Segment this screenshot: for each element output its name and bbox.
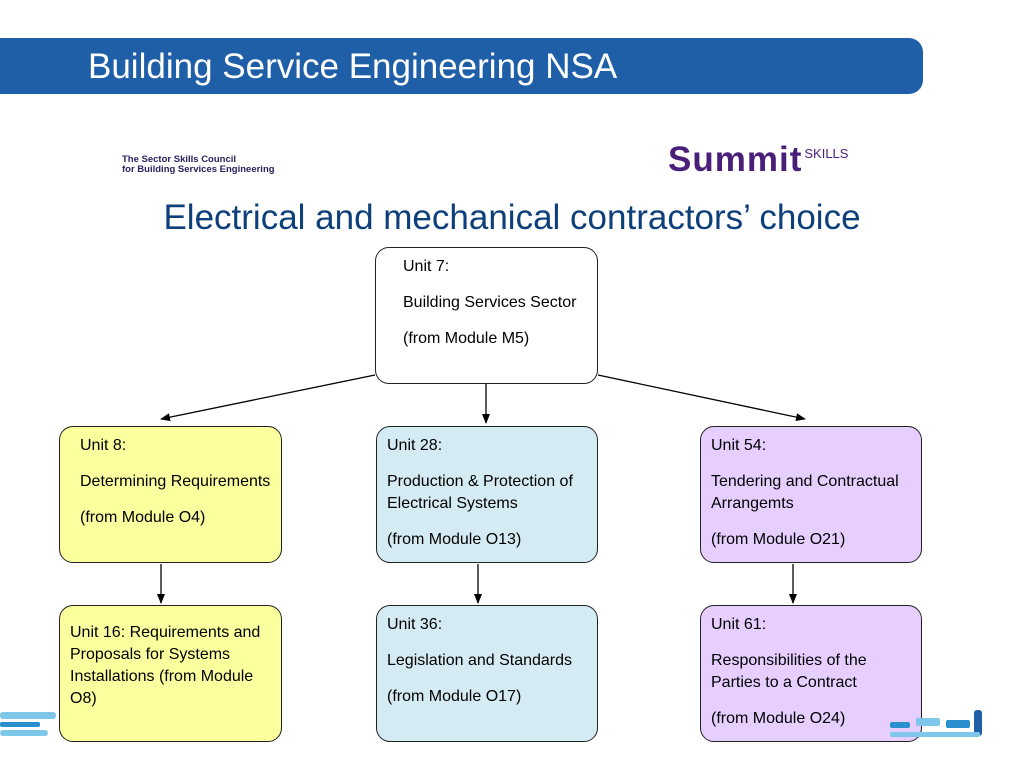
title-bar	[0, 38, 923, 94]
node-unit-8: Unit 8: Determining Requirements (from M…	[59, 426, 282, 563]
unit-61-name: Responsibilities of the Parties to a Con…	[711, 652, 867, 691]
unit-54-module: (from Module O21)	[711, 531, 846, 548]
unit-61-title: Unit 61:	[711, 616, 767, 633]
unit-7-title: Unit 7:	[403, 258, 450, 275]
slide-title: Building Service Engineering NSA	[88, 47, 618, 86]
node-unit-36: Unit 36: Legislation and Standards (from…	[376, 605, 598, 742]
unit-8-title: Unit 8:	[80, 437, 127, 454]
ssc-logo-line-2: for Building Services Engineering	[122, 164, 275, 175]
unit-28-module: (from Module O13)	[387, 531, 522, 548]
summit-logo-word: Summit	[668, 140, 803, 179]
unit-28-name: Production & Protection of Electrical Sy…	[387, 473, 573, 512]
unit-8-module: (from Module O4)	[80, 509, 206, 526]
node-unit-28: Unit 28: Production & Protection of Elec…	[376, 426, 598, 563]
unit-7-name: Building Services Sector	[403, 294, 577, 311]
node-unit-61: Unit 61: Responsibilities of the Parties…	[700, 605, 922, 742]
diagram-subtitle: Electrical and mechanical contractors’ c…	[163, 198, 861, 237]
decorative-stripes-right	[890, 710, 982, 737]
node-unit-7: Unit 7: Building Services Sector (from M…	[375, 247, 598, 384]
unit-36-title: Unit 36:	[387, 616, 443, 633]
ssc-logo-line-1: The Sector Skills Council	[122, 154, 237, 165]
unit-36-module: (from Module O17)	[387, 688, 522, 705]
unit-36-name: Legislation and Standards	[387, 652, 573, 669]
unit-16-text: Unit 16: Requirements and Proposals for …	[70, 624, 261, 707]
unit-28-title: Unit 28:	[387, 437, 443, 454]
unit-61-module: (from Module O24)	[711, 710, 846, 727]
arrow-unit7-to-unit8	[160, 374, 376, 422]
arrow-unit7-to-unit54	[597, 374, 806, 422]
node-unit-16: Unit 16: Requirements and Proposals for …	[59, 605, 282, 742]
unit-7-module: (from Module M5)	[403, 330, 530, 347]
decorative-stripes-left	[0, 712, 56, 736]
node-unit-54: Unit 54: Tendering and Contractual Arran…	[700, 426, 922, 563]
unit-54-name: Tendering and Contractual Arrangemts	[711, 473, 899, 512]
unit-8-name: Determining Requirements	[80, 473, 271, 490]
sector-skills-council-logo: The Sector Skills Council for Building S…	[122, 155, 275, 175]
summit-logo-skills: SKILLS	[804, 146, 849, 161]
unit-54-title: Unit 54:	[711, 437, 767, 454]
